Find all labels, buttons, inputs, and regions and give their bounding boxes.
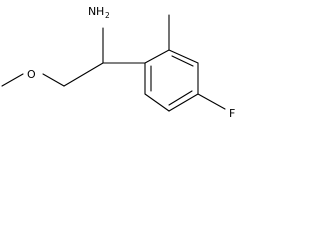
fluorine-label: F bbox=[229, 107, 235, 120]
amine-hydrogen-count: 2 bbox=[105, 11, 110, 20]
ring-bond-c4-c5 bbox=[168, 93, 199, 112]
ring-bond-c2-c3 bbox=[168, 49, 199, 64]
ether-oxygen-label: O bbox=[27, 68, 36, 81]
ring-bond-c5-c6 bbox=[144, 93, 170, 112]
chemical-structure-diagram: N H 2 O F bbox=[1, 5, 235, 120]
ring-inner-double-bond-2 bbox=[168, 90, 193, 106]
ring-bond-c1-c2 bbox=[144, 49, 170, 64]
amine-nitrogen-label: N bbox=[88, 5, 96, 18]
bond-oxygen-methylene bbox=[42, 73, 65, 87]
amine-hydrogen-label: H bbox=[96, 5, 104, 18]
ring-inner-double-bond-1 bbox=[171, 55, 194, 67]
bond-methylene-methine bbox=[63, 62, 104, 87]
bond-methyl-oxygen bbox=[1, 73, 24, 87]
bond-ring-fluorine bbox=[197, 93, 226, 110]
